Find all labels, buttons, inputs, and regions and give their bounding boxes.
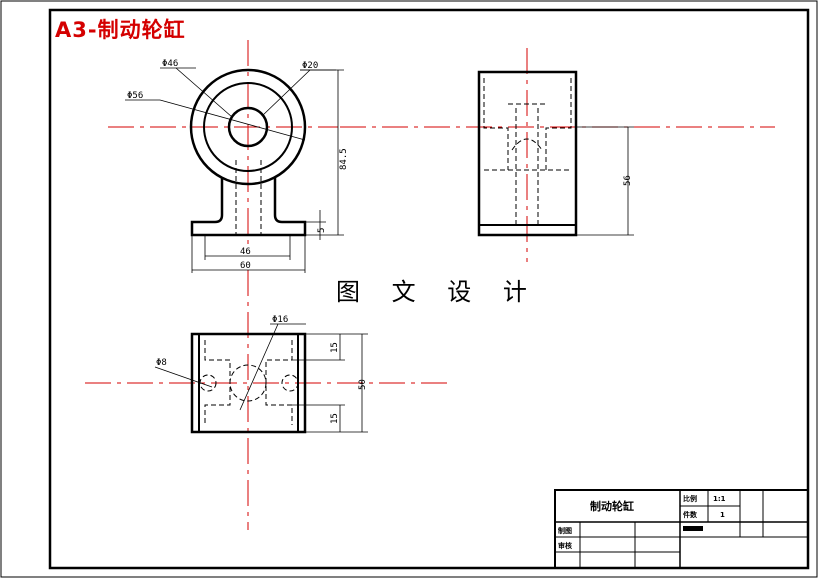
dim-d8: Φ8 xyxy=(156,358,167,368)
checked-label: 审核 xyxy=(558,541,572,550)
side-outline xyxy=(477,70,578,237)
drawing-title: A3-制动轮缸 xyxy=(55,18,186,42)
top-outline xyxy=(190,332,307,434)
leader-d16 xyxy=(239,323,279,411)
dim-60: 60 xyxy=(240,261,251,271)
part-name: 制动轮缸 xyxy=(590,499,634,513)
dim-d46: Φ46 xyxy=(162,59,178,69)
front-view xyxy=(125,67,344,273)
scale-label: 比例 xyxy=(683,494,697,503)
dim-15-bottom: 15 xyxy=(330,413,340,424)
dim-50: 50 xyxy=(358,379,368,390)
dim-5: 5 xyxy=(317,228,327,233)
dim-d16: Φ16 xyxy=(272,315,288,325)
dim-56: 56 xyxy=(623,175,633,186)
qty-label: 件数 xyxy=(683,510,698,519)
dim-15-top: 15 xyxy=(330,342,340,353)
stem-outline xyxy=(190,177,307,237)
side-view xyxy=(477,70,634,237)
centerlines xyxy=(85,40,775,530)
scale-value: 1:1 xyxy=(713,495,726,503)
watermark-label: 图 文 设 计 xyxy=(336,278,539,306)
leader-d56 xyxy=(159,99,306,141)
dim-d20: Φ20 xyxy=(302,61,318,71)
drawn-label: 制图 xyxy=(558,526,572,535)
inner-border xyxy=(48,8,810,570)
dim-46: 46 xyxy=(240,247,251,257)
leader-d8 xyxy=(154,366,213,388)
leader-d20 xyxy=(261,69,311,117)
dim-84-5: 84.5 xyxy=(339,148,349,170)
outer-circle xyxy=(189,68,307,186)
top-dim-labels: Φ16 Φ8 15 15 50 xyxy=(156,315,368,424)
qty-value: 1 xyxy=(720,511,725,519)
title-block-text: 制动轮缸 比例 1:1 件数 1 制图 审核 xyxy=(558,494,726,550)
bore-circle xyxy=(227,106,269,148)
middle-circle xyxy=(203,82,293,172)
dim-d56: Φ56 xyxy=(127,91,143,101)
front-dim-labels: Φ46 Φ20 Φ56 84.5 5 46 60 xyxy=(127,59,349,271)
leader-d46 xyxy=(175,67,233,118)
title-block xyxy=(554,489,809,569)
black-fill-mark xyxy=(683,526,703,531)
top-view xyxy=(154,323,368,434)
